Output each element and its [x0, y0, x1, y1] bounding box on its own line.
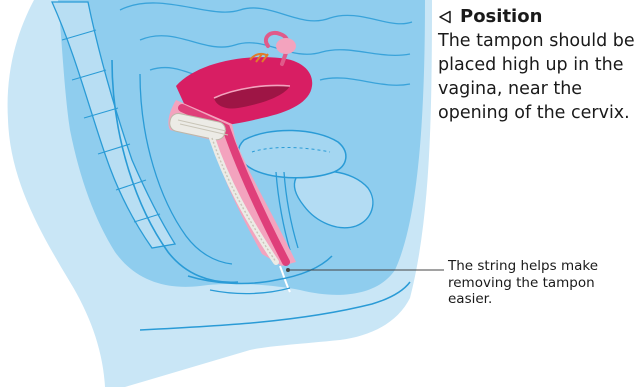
- callout-title: Position: [460, 6, 542, 28]
- string-leader-dot: [286, 268, 290, 272]
- string-note: The string helps make removing the tampo…: [448, 258, 634, 308]
- ovary: [276, 38, 296, 54]
- position-callout: Position The tampon should be placed hig…: [438, 6, 638, 125]
- left-triangle-icon: [438, 10, 452, 24]
- bladder: [239, 130, 346, 177]
- callout-title-row: Position: [438, 6, 638, 28]
- callout-body: The tampon should be placed high up in t…: [438, 29, 638, 125]
